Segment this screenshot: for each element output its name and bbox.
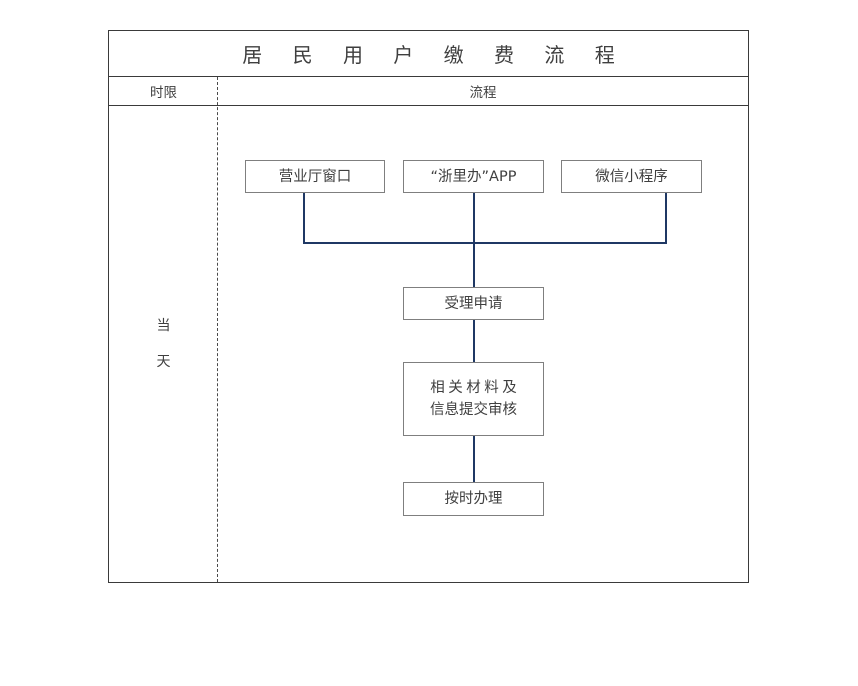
time-limit-value-line-2: 天 (156, 354, 171, 370)
table-header-row: 时限 流程 (109, 77, 748, 106)
connector-accept-to-review (473, 320, 475, 362)
flow-node-accept-application[interactable]: 受理申请 (403, 287, 544, 320)
time-limit-value: 当 天 (109, 106, 218, 582)
column-header-process: 流程 (469, 85, 497, 101)
flow-node-label: 按时办理 (444, 491, 503, 507)
flow-node-submit-materials-review[interactable]: 相关材料及 信息提交审核 (403, 362, 544, 436)
flow-node-service-hall-window[interactable]: 营业厅窗口 (245, 160, 385, 193)
connector-app-to-bus (473, 193, 475, 243)
flow-node-label: 营业厅窗口 (278, 168, 352, 185)
page-title: 居 民 用 户 缴 费 流 程 (242, 43, 627, 67)
flow-node-zhelliban-app[interactable]: “浙里办”APP (403, 160, 544, 193)
column-divider-dashed (217, 77, 218, 582)
connector-review-to-handle (473, 436, 475, 482)
flow-node-label-line-2: 信息提交审核 (430, 402, 517, 418)
table-body: 当 天 (109, 106, 748, 582)
time-limit-value-line-1: 当 (156, 318, 171, 334)
table-title-row: 居 民 用 户 缴 费 流 程 (109, 31, 748, 77)
connector-bus-to-accept (473, 242, 475, 287)
column-header-time-limit: 时限 (150, 85, 177, 101)
flow-node-label-line-1: 相关材料及 (430, 380, 521, 396)
flow-node-timely-processing[interactable]: 按时办理 (403, 482, 544, 516)
connector-hall-to-bus (303, 193, 305, 243)
flow-node-label: “浙里办”APP (430, 168, 517, 185)
flow-node-wechat-miniprogram[interactable]: 微信小程序 (561, 160, 702, 193)
flow-node-label: 受理申请 (444, 295, 503, 312)
flow-node-label: 微信小程序 (595, 168, 668, 185)
connector-merge-bus (303, 242, 667, 244)
connector-wechat-to-bus (665, 193, 667, 243)
